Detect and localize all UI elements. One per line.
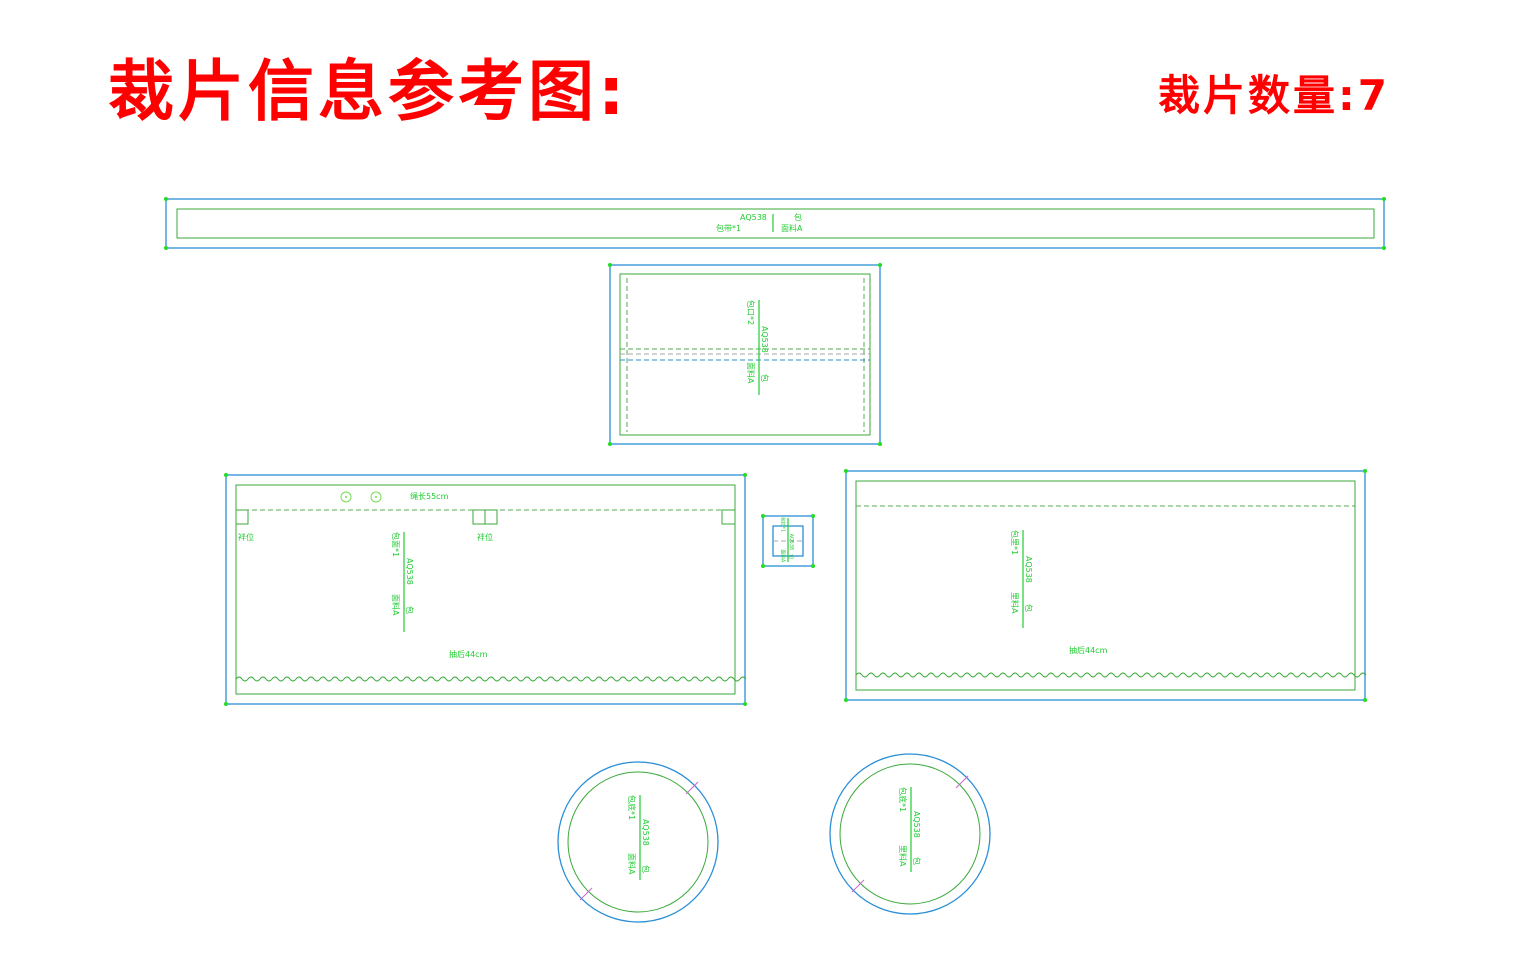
piece-front-panel: 绳长55cm 袢位 袢位 抽后44cm 包面*1 AQ538 面料A 包 xyxy=(224,473,747,706)
bottom-lining-name: 包底*1 xyxy=(898,787,908,812)
bottom-outer-material: 面料A xyxy=(627,853,637,875)
bottom-outer-style: AQ538 xyxy=(641,819,650,846)
piece-lining-panel: 抽后44cm 包里*1 AQ538 里料A 包 xyxy=(844,469,1367,702)
piece-pocket: 包口*2 AQ538 面料A 包 xyxy=(608,263,882,446)
front-prefix: 包 xyxy=(405,606,415,614)
gathered-width-note: 抽后44cm xyxy=(449,649,488,659)
strap-prefix: 包 xyxy=(794,212,802,222)
bottom-lining-material: 里料A xyxy=(898,845,908,867)
tab-prefix: 包 xyxy=(788,554,795,559)
front-name: 包面*1 xyxy=(391,532,401,557)
piece-count-label: 裁片数量: xyxy=(1158,71,1358,120)
tab-name: 包扣*1 xyxy=(779,517,786,532)
piece-bottom-lining: 包底*1 AQ538 里料A 包 xyxy=(829,753,991,915)
rope-length-note: 绳长55cm xyxy=(410,491,449,501)
lining-style: AQ538 xyxy=(1024,556,1033,583)
bottom-outer-prefix: 包 xyxy=(641,865,651,873)
front-material: 面料A xyxy=(391,594,401,616)
bottom-lining-prefix: 包 xyxy=(912,857,922,865)
pocket-prefix: 包 xyxy=(760,374,770,382)
pocket-style: AQ538 xyxy=(760,326,769,353)
page-title: 裁片信息参考图: xyxy=(108,53,629,130)
lining-prefix: 包 xyxy=(1024,604,1034,612)
strap-material: 面料A xyxy=(781,223,803,233)
tab-material: 面料A xyxy=(779,549,786,563)
piece-bottom-outer: 包底*1 AQ538 面料A 包 xyxy=(557,761,719,923)
piece-tab: 包扣*1 AQ538 面料A 包 xyxy=(761,514,815,568)
tab-style: AQ538 xyxy=(788,534,794,550)
bottom-lining-style: AQ538 xyxy=(912,811,921,838)
strap-name: 包带*1 xyxy=(716,223,741,233)
loop-position-left: 袢位 xyxy=(238,532,254,542)
piece-count: 裁片数量:7 xyxy=(1158,62,1390,123)
front-style: AQ538 xyxy=(405,558,414,585)
pocket-material: 面料A xyxy=(746,362,756,384)
pocket-name: 包口*2 xyxy=(746,300,756,325)
bottom-outer-name: 包底*1 xyxy=(627,795,637,820)
lining-name: 包里*1 xyxy=(1010,530,1020,555)
lining-gathered-note: 抽后44cm xyxy=(1069,645,1108,655)
loop-position-mid: 袢位 xyxy=(477,532,493,542)
piece-strap: AQ538 包带*1 包 面料A xyxy=(164,197,1386,250)
piece-count-value: 7 xyxy=(1357,71,1391,120)
lining-material: 里料A xyxy=(1010,592,1020,614)
strap-style: AQ538 xyxy=(740,213,767,222)
